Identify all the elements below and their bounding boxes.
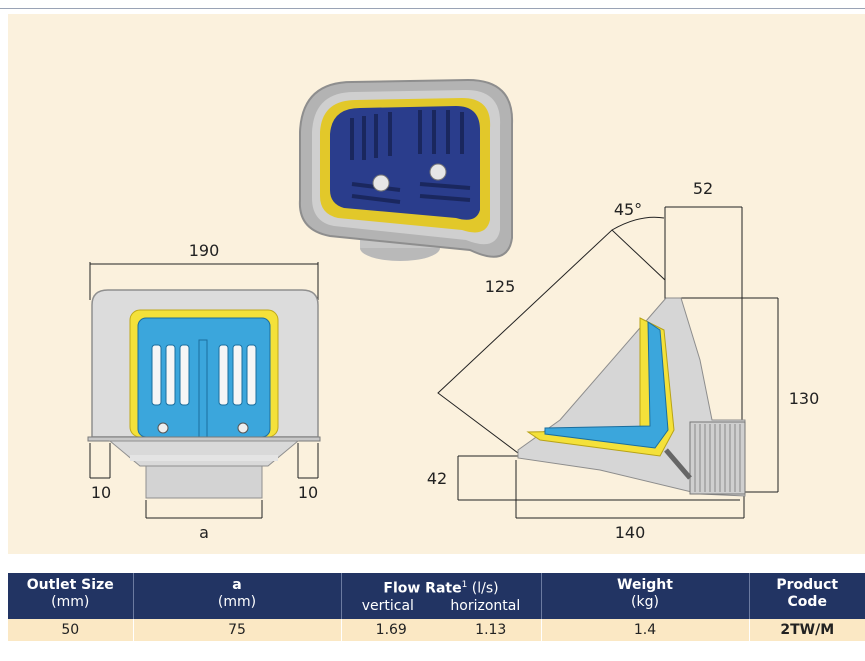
dim-130: 130 — [789, 389, 820, 408]
cell-weight: 1.4 — [541, 618, 750, 641]
header-flow-vertical: vertical — [361, 597, 414, 614]
technical-drawing: 190 10 10 a 52 45° 125 130 42 140 — [87, 78, 820, 542]
header-outlet-unit: (mm) — [51, 594, 90, 610]
header-weight-title: Weight — [617, 577, 673, 593]
header-flow-horizontal: horizontal — [450, 597, 521, 614]
table-header-row: Outlet Size (mm) a (mm) Flow Rate1 (l/s)… — [8, 573, 865, 619]
cell-product-code: 2TW/M — [749, 618, 865, 641]
header-weight: Weight (kg) — [541, 573, 750, 619]
header-outlet-title: Outlet Size — [26, 577, 114, 593]
header-flow-rate: Flow Rate1 (l/s) vertical horizontal — [341, 573, 542, 619]
cell-a: 75 — [133, 618, 342, 641]
header-code-title2: Code — [787, 594, 827, 610]
dim-45-angle: 45° — [614, 200, 642, 219]
header-flow-title: Flow Rate — [383, 580, 462, 597]
header-a-title: a — [232, 577, 242, 593]
table-row: 50 75 1.69 1.13 1.4 2TW/M — [8, 618, 865, 641]
header-a: a (mm) — [133, 573, 342, 619]
header-code-title: Product — [776, 577, 839, 593]
side-section — [437, 206, 779, 519]
front-elevation — [87, 262, 321, 519]
dim-190: 190 — [189, 241, 220, 260]
dim-10-left: 10 — [91, 483, 111, 502]
dim-140: 140 — [615, 523, 646, 542]
dim-10-right: 10 — [298, 483, 318, 502]
header-a-unit: (mm) — [217, 594, 257, 610]
header-product-code: Product Code — [749, 573, 865, 619]
cell-flow-horizontal: 1.13 — [475, 621, 507, 638]
product-photo — [298, 78, 514, 261]
header-flow-subcols: vertical horizontal — [344, 598, 539, 615]
dim-42: 42 — [427, 469, 447, 488]
cell-flow-values: 1.69 1.13 — [342, 622, 541, 638]
header-flow-footnote: 1 — [461, 580, 468, 590]
header-flow-unit: (l/s) — [471, 580, 499, 597]
dim-125: 125 — [485, 277, 516, 296]
header-weight-unit: (kg) — [631, 594, 659, 610]
cell-flow-vertical: 1.69 — [375, 621, 407, 638]
cell-flow: 1.69 1.13 — [341, 618, 542, 641]
top-rule — [0, 8, 865, 9]
dim-52: 52 — [693, 179, 713, 198]
cell-outlet: 50 — [8, 618, 134, 641]
header-flow-title-line: Flow Rate1 (l/s) — [344, 577, 539, 598]
header-outlet-size: Outlet Size (mm) — [8, 573, 134, 619]
dim-a: a — [199, 523, 209, 542]
spec-table: Outlet Size (mm) a (mm) Flow Rate1 (l/s)… — [8, 573, 865, 641]
